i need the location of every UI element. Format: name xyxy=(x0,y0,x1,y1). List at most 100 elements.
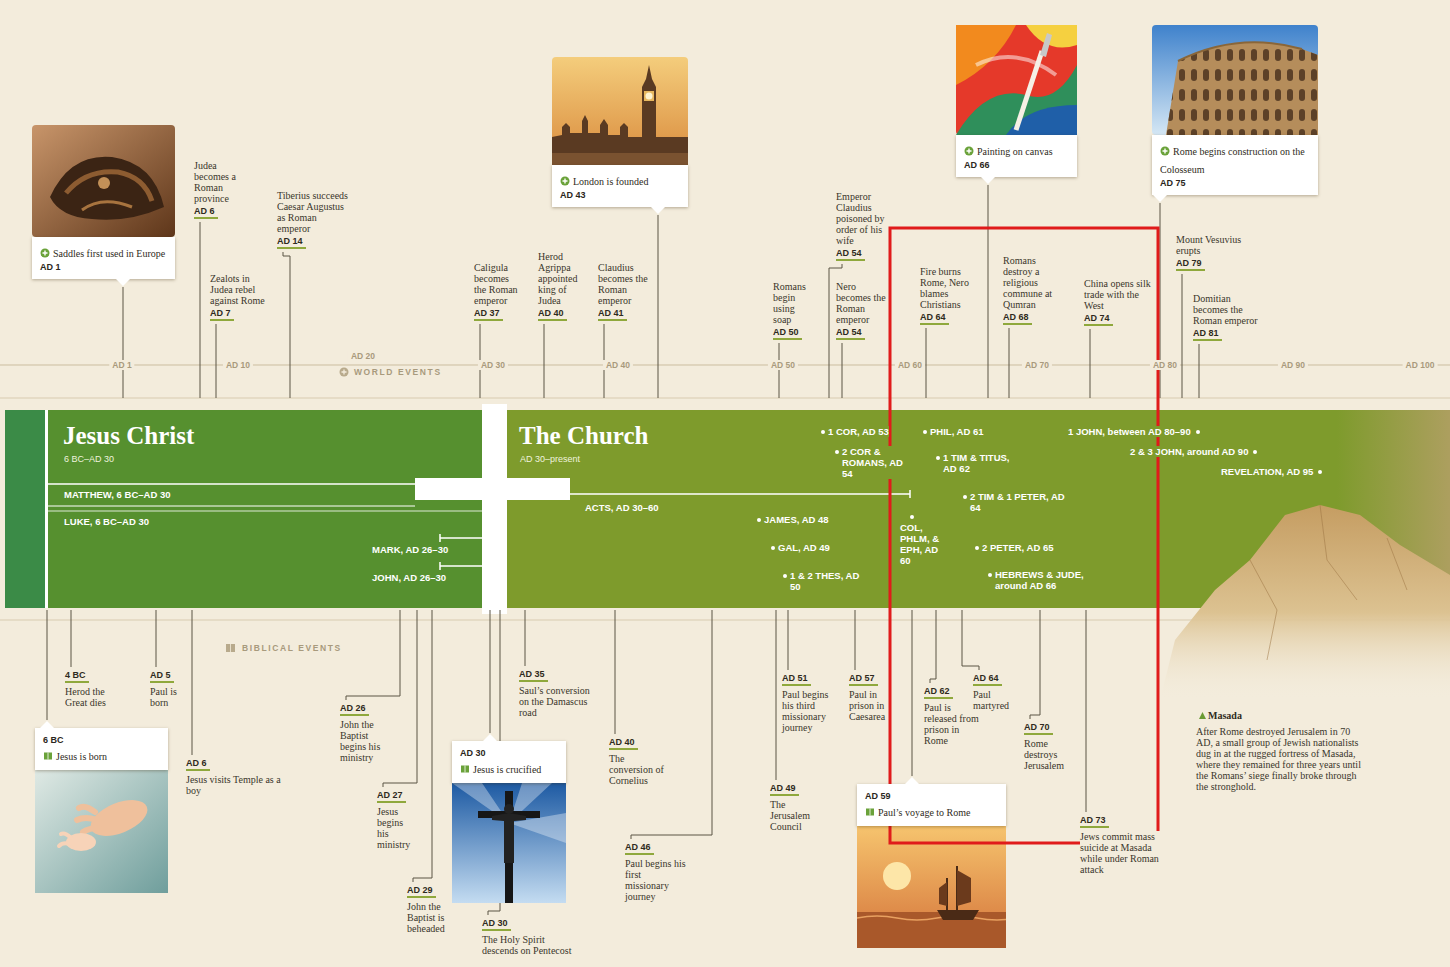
birth-photo-part xyxy=(59,834,71,847)
biblical-event-icon xyxy=(865,807,875,817)
biblical-icon-part xyxy=(226,644,235,652)
event-label: Saddles first used in Europe xyxy=(53,248,165,259)
event-leader xyxy=(1009,328,1010,398)
card-leader xyxy=(47,610,48,720)
event-description: Judea becomes a Roman province xyxy=(194,160,249,204)
event-date: AD 66 xyxy=(964,159,1069,171)
event-leader xyxy=(1030,610,1040,719)
axis-year: AD 60 xyxy=(895,360,925,370)
event-description: Jesus visits Temple as a boy xyxy=(186,774,286,796)
book-bullet xyxy=(923,430,927,434)
crucifixion-photo-part xyxy=(492,813,526,863)
book-label: 2 PETER, AD 65 xyxy=(982,542,1053,553)
axis-year: AD 100 xyxy=(1403,360,1438,370)
event-date: AD 59 xyxy=(865,790,998,802)
card-label-row: Rome begins construction on the Colosseu… xyxy=(1160,141,1310,177)
card-pointer xyxy=(981,177,995,184)
axis-year: AD 20 xyxy=(348,351,378,361)
event-leader xyxy=(346,610,400,700)
event-leader xyxy=(200,222,201,398)
biblical-event-icon-part xyxy=(866,809,874,816)
event-description: Nero becomes the Roman emperor xyxy=(836,281,888,325)
book-bullet xyxy=(835,450,839,454)
saddle-photo-part xyxy=(82,202,132,210)
world-event-icon-part xyxy=(563,179,568,184)
world-event-icon-part xyxy=(1163,149,1168,154)
band-decoration-part xyxy=(1250,505,1407,660)
band-dates: AD 30–present xyxy=(520,454,580,465)
event-date: 4 BC xyxy=(65,670,89,683)
axis-year: AD 1 xyxy=(109,360,134,370)
book-bullet xyxy=(1318,470,1322,474)
event-description: The conversion of Cornelius xyxy=(609,753,667,786)
event-card: London is foundedAD 43 xyxy=(552,165,688,207)
event-date: AD 74 xyxy=(1084,313,1113,326)
book-label: LUKE, 6 BC–AD 30 xyxy=(64,516,149,527)
note-body: After Rome destroyed Jerusalem in 70 AD,… xyxy=(1196,726,1361,792)
band-decoration-part xyxy=(48,483,415,485)
book-bullet xyxy=(936,456,940,460)
event-description: Jesus begins his ministry xyxy=(377,806,415,850)
event-date: AD 49 xyxy=(770,783,799,796)
event-description: Domitian becomes the Roman emperor xyxy=(1193,293,1258,326)
event-date: AD 62 xyxy=(924,686,953,699)
book-label: GAL, AD 49 xyxy=(778,542,830,553)
book-label: MATTHEW, 6 BC–AD 30 xyxy=(64,489,170,500)
colosseum-photo-part xyxy=(1166,42,1318,135)
event-leader xyxy=(413,610,432,882)
crucifixion-photo-part xyxy=(504,804,514,814)
book-bullet xyxy=(975,546,979,550)
band-decoration-part xyxy=(48,511,482,512)
event-leader xyxy=(776,610,777,780)
world-event-icon xyxy=(964,146,974,156)
event-leader xyxy=(779,343,780,398)
event-description: China opens silk trade with the West xyxy=(1084,278,1152,311)
book-label: 1 COR, AD 53 xyxy=(828,426,889,437)
event-description: Herod Agrippa appointed king of Judea xyxy=(538,251,590,306)
book-bullet xyxy=(771,546,775,550)
event-date: AD 14 xyxy=(277,236,306,249)
card-pointer xyxy=(40,721,54,728)
book-label: 2 TIM & 1 PETER, AD 64 xyxy=(970,491,1070,513)
biblical-event-icon-part xyxy=(465,766,466,773)
event-date: AD 75 xyxy=(1160,177,1310,189)
biblical-icon-part xyxy=(230,644,231,652)
event-leader xyxy=(216,324,217,398)
event-description: Mount Vesuvius erupts xyxy=(1176,234,1266,256)
book-label: 1 TIM & TITUS, AD 62 xyxy=(943,452,1011,474)
event-leader xyxy=(1182,274,1183,398)
event-description: John the Baptist is beheaded xyxy=(407,901,451,934)
birth-photo-part xyxy=(35,770,168,893)
card-leader xyxy=(912,610,913,776)
book-label: 1 & 2 THES, AD 50 xyxy=(790,570,860,592)
event-leader xyxy=(192,610,193,755)
book-label: JOHN, AD 26–30 xyxy=(372,572,446,583)
event-description: The Holy Spirit descends on Pentecost xyxy=(482,934,578,956)
card-label-row: Jesus is born xyxy=(43,746,160,764)
event-leader xyxy=(525,610,526,666)
band-decoration-part xyxy=(1160,505,1450,700)
event-label: Jesus is crucified xyxy=(473,764,541,775)
book-bullet xyxy=(1196,430,1200,434)
event-date: AD 57 xyxy=(849,673,878,686)
painting-photo-part xyxy=(1006,105,1077,135)
event-card: Painting on canvasAD 66 xyxy=(956,135,1077,177)
card-leader xyxy=(658,215,659,398)
event-leader xyxy=(544,324,545,398)
book-label: 2 & 3 JOHN, around AD 90 xyxy=(1130,446,1248,457)
axis-year: AD 50 xyxy=(768,360,798,370)
book-label: PHIL, AD 61 xyxy=(930,426,984,437)
london-photo-part xyxy=(646,93,653,100)
event-card: Rome begins construction on the Colosseu… xyxy=(1152,135,1318,195)
book-label: 2 COR & ROMANS, AD 54 xyxy=(842,446,904,479)
painting-photo-part xyxy=(956,25,1077,135)
card-pointer xyxy=(116,279,130,286)
biblical-event-icon-part xyxy=(870,809,871,816)
event-leader xyxy=(631,610,712,839)
band-decoration-part xyxy=(415,478,482,500)
event-description: Paul begins his first missionary journey xyxy=(625,858,687,902)
world-event-icon-part xyxy=(43,251,48,256)
event-leader xyxy=(930,610,936,683)
event-date: AD 64 xyxy=(920,312,949,325)
book-bullet xyxy=(963,495,967,499)
